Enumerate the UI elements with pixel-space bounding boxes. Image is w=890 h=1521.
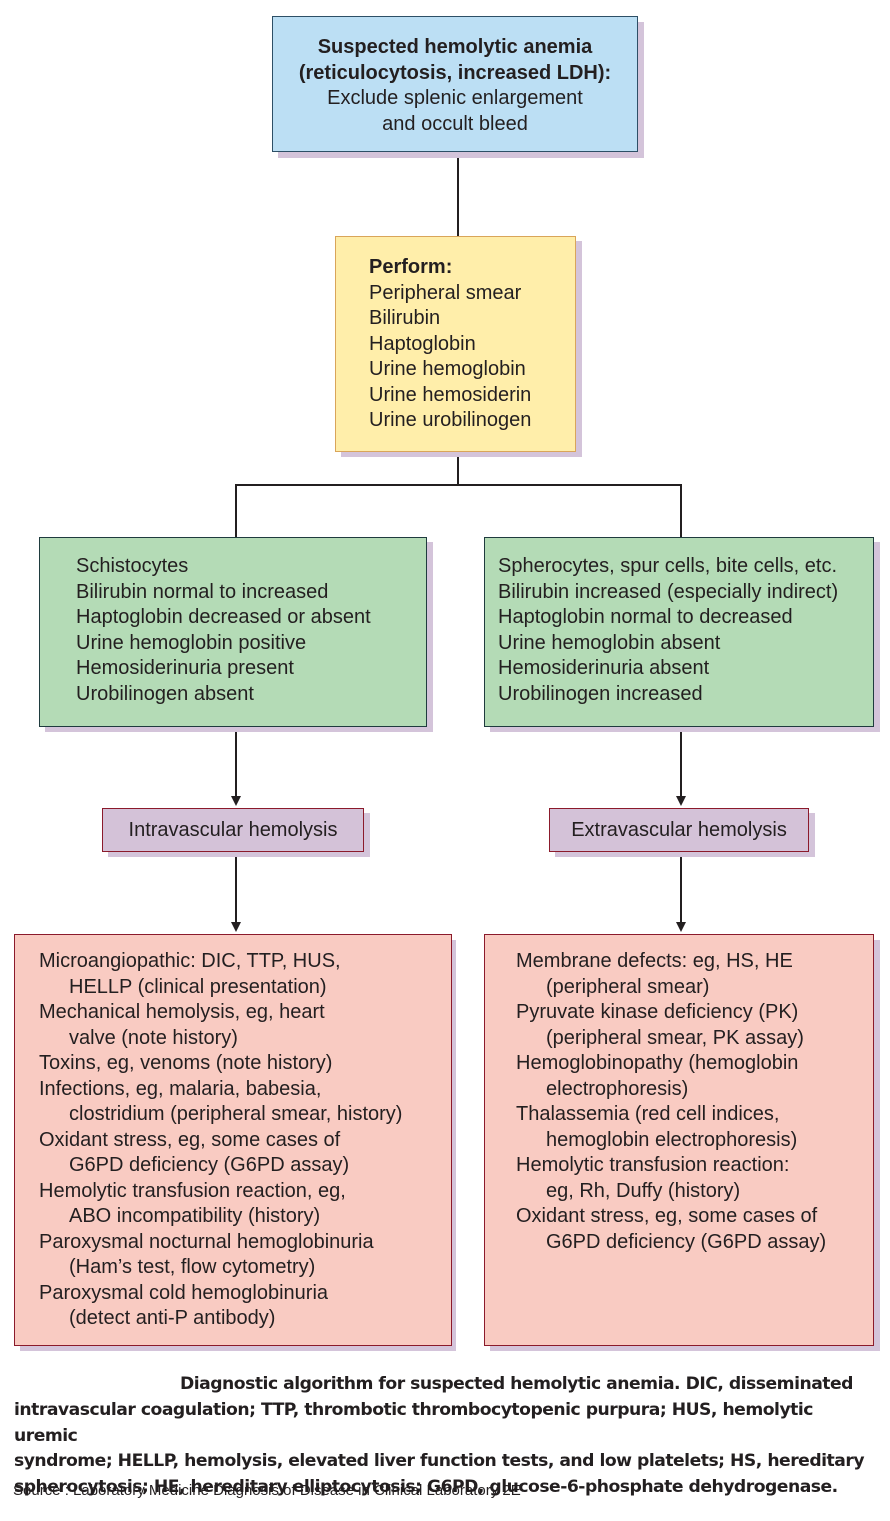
finding-item: Schistocytes: [76, 555, 189, 577]
connector-top-to-perform: [457, 152, 459, 236]
extravascular-hemolysis-box: Extravascular hemolysis: [549, 808, 809, 852]
cause-line: Paroxysmal nocturnal hemoglobinuria: [39, 1230, 374, 1253]
caption-line: spherocytosis; HE, hereditary elliptocyt…: [14, 1477, 838, 1498]
cause-line: electrophoresis): [546, 1077, 689, 1100]
perform-item: Peripheral smear: [369, 281, 522, 304]
cause-line: hemoglobin electrophoresis): [546, 1128, 798, 1151]
cause-line: (detect anti-P antibody): [69, 1307, 276, 1329]
arrow-right-causes: [676, 922, 686, 932]
finding-item: Haptoglobin decreased or absent: [76, 606, 371, 628]
finding-item: Urine hemoglobin absent: [498, 631, 721, 654]
perform-item: Urine hemoglobin: [369, 358, 526, 380]
finding-item: Spherocytes, spur cells, bite cells, etc…: [498, 555, 838, 577]
cause-line: G6PD deficiency (G6PD assay): [546, 1230, 827, 1253]
cause-line: Oxidant stress, eg, some cases of: [39, 1128, 341, 1151]
cause-line: clostridium (peripheral smear, history): [69, 1103, 403, 1125]
extravascular-causes-box: Membrane defects: eg, HS, HE (peripheral…: [484, 934, 874, 1346]
perform-item: Haptoglobin: [369, 332, 476, 355]
top-box-title-line2: (reticulocytosis, increased LDH):: [298, 61, 612, 84]
top-box-body-line2: and occult bleed: [382, 112, 528, 135]
cause-line: (peripheral smear, PK assay): [546, 1026, 804, 1049]
cause-line: Hemolytic transfusion reaction, eg,: [39, 1179, 346, 1202]
caption-line: Diagnostic algorithm for suspected hemol…: [180, 1374, 853, 1394]
cause-line: Mechanical hemolysis, eg, heart: [39, 1001, 325, 1023]
arrow-left-causes: [231, 922, 241, 932]
cause-line: Thalassemia (red cell indices,: [516, 1103, 780, 1125]
cause-line: ABO incompatibility (history): [69, 1205, 321, 1227]
caption-line: syndrome; HELLP, hemolysis, elevated liv…: [14, 1451, 865, 1472]
cause-line: Toxins, eg, venoms (note history): [39, 1052, 333, 1074]
finding-item: Bilirubin normal to increased: [76, 580, 329, 603]
suspected-hemolytic-anemia-box: Suspected hemolytic anemia (reticulocyto…: [272, 16, 638, 152]
intravascular-hemolysis-label: Intravascular hemolysis: [128, 819, 338, 841]
perform-item: Bilirubin: [369, 307, 441, 329]
perform-item: Urine hemosiderin: [369, 383, 532, 406]
arrow-right-category: [676, 796, 686, 806]
finding-item: Urobilinogen increased: [498, 682, 703, 705]
cause-line: valve (note history): [69, 1026, 238, 1049]
connector-perform-down: [457, 452, 459, 485]
cause-line: (peripheral smear): [546, 975, 710, 998]
extravascular-findings-box: Spherocytes, spur cells, bite cells, etc…: [484, 537, 874, 727]
cause-line: Microangiopathic: DIC, TTP, HUS,: [39, 950, 341, 972]
cause-line: eg, Rh, Duffy (history): [546, 1179, 741, 1202]
intravascular-hemolysis-box: Intravascular hemolysis: [102, 808, 364, 852]
perform-title: Perform:: [369, 256, 453, 278]
top-box-body-line1: Exclude splenic enlargement: [327, 87, 583, 109]
finding-item: Hemosiderinuria absent: [498, 657, 710, 679]
intravascular-causes-box: Microangiopathic: DIC, TTP, HUS, HELLP (…: [14, 934, 452, 1346]
finding-item: Urobilinogen absent: [76, 682, 254, 705]
connector-right-category-to-causes: [680, 852, 682, 924]
finding-item: Haptoglobin normal to decreased: [498, 606, 793, 628]
finding-item: Hemosiderinuria present: [76, 657, 294, 679]
extravascular-hemolysis-label: Extravascular hemolysis: [571, 819, 787, 841]
source-credit: Source : Laboratory Medicine Diagnosis o…: [13, 1482, 521, 1499]
connector-branch-left: [235, 484, 237, 537]
cause-line: Oxidant stress, eg, some cases of: [516, 1205, 818, 1227]
cause-line: Membrane defects: eg, HS, HE: [516, 950, 793, 972]
connector-branch-right: [680, 484, 682, 537]
cause-line: HELLP (clinical presentation): [69, 975, 327, 998]
connector-branch-horizontal: [235, 484, 681, 486]
finding-item: Bilirubin increased (especially indirect…: [498, 580, 839, 603]
caption-line: intravascular coagulation; TTP, thrombot…: [14, 1399, 813, 1446]
top-box-title-line1: Suspected hemolytic anemia: [317, 36, 593, 58]
cause-line: Infections, eg, malaria, babesia,: [39, 1077, 322, 1100]
perform-box: Perform: Peripheral smear Bilirubin Hapt…: [335, 236, 576, 452]
cause-line: Hemoglobinopathy (hemoglobin: [516, 1052, 799, 1074]
cause-line: Paroxysmal cold hemoglobinuria: [39, 1281, 329, 1304]
figure-caption: Diagnostic algorithm for suspected hemol…: [14, 1372, 874, 1501]
perform-item: Urine urobilinogen: [369, 409, 532, 431]
finding-item: Urine hemoglobin positive: [76, 631, 307, 654]
intravascular-findings-box: Schistocytes Bilirubin normal to increas…: [39, 537, 427, 727]
connector-left-findings-to-category: [235, 726, 237, 796]
arrow-left-category: [231, 796, 241, 806]
cause-line: (Ham’s test, flow cytometry): [69, 1256, 316, 1278]
connector-left-category-to-causes: [235, 852, 237, 924]
connector-right-findings-to-category: [680, 726, 682, 796]
cause-line: Pyruvate kinase deficiency (PK): [516, 1001, 799, 1023]
cause-line: Hemolytic transfusion reaction:: [516, 1154, 790, 1176]
cause-line: G6PD deficiency (G6PD assay): [69, 1154, 350, 1176]
